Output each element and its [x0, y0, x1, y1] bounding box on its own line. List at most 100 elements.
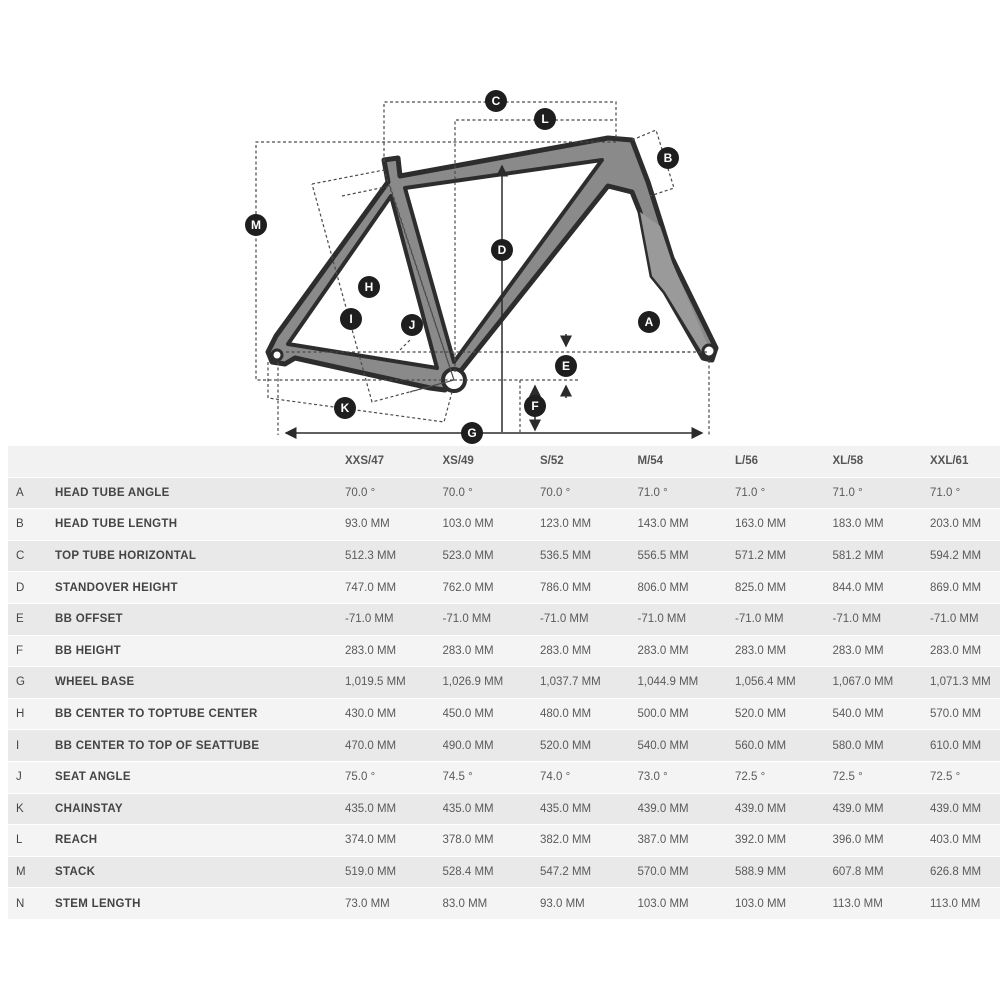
row-measurement-name: HEAD TUBE LENGTH — [55, 508, 345, 541]
row-letter: C — [8, 540, 55, 573]
row-value: 610.0 MM — [930, 729, 1000, 762]
row-value: 806.0 MM — [637, 571, 735, 604]
row-value: 540.0 MM — [637, 729, 735, 762]
row-value: 869.0 MM — [930, 571, 1000, 604]
row-letter: D — [8, 571, 55, 604]
row-value: 70.0 ° — [540, 477, 638, 510]
row-value: 626.8 MM — [930, 856, 1000, 889]
marker-label: F — [531, 399, 538, 413]
marker-d: D — [491, 239, 513, 261]
row-value: 1,026.9 MM — [442, 666, 540, 699]
row-measurement-name: STEM LENGTH — [55, 887, 345, 920]
row-value: 382.0 MM — [540, 824, 638, 857]
marker-label: L — [541, 112, 548, 126]
row-value: 844.0 MM — [832, 571, 930, 604]
size-header-xl-58: XL/58 — [832, 446, 930, 478]
frame-drawing: C L B M D H I J — [245, 90, 719, 444]
marker-label: M — [251, 218, 261, 232]
row-value: 113.0 MM — [832, 887, 930, 920]
marker-m: M — [245, 214, 267, 236]
row-value: 71.0 ° — [735, 477, 833, 510]
row-value: 500.0 MM — [637, 698, 735, 731]
row-value: 83.0 MM — [442, 887, 540, 920]
row-measurement-name: BB HEIGHT — [55, 635, 345, 668]
row-letter: L — [8, 824, 55, 857]
row-value: 103.0 MM — [442, 508, 540, 541]
row-value: 392.0 MM — [735, 824, 833, 857]
marker-label: K — [341, 401, 350, 415]
row-value: 536.5 MM — [540, 540, 638, 573]
row-value: 183.0 MM — [832, 508, 930, 541]
row-value: 283.0 MM — [735, 635, 833, 668]
size-header-s-52: S/52 — [540, 446, 638, 478]
row-value: 570.0 MM — [930, 698, 1000, 731]
row-value: 73.0 MM — [345, 887, 443, 920]
frame-geometry-diagram: C L B M D H I J — [0, 0, 1000, 445]
header-letter-cell — [8, 446, 55, 478]
marker-label: A — [645, 315, 654, 329]
row-value: 528.4 MM — [442, 856, 540, 889]
row-value: 560.0 MM — [735, 729, 833, 762]
row-letter: J — [8, 761, 55, 794]
row-value: -71.0 MM — [735, 603, 833, 636]
marker-l: L — [534, 108, 556, 130]
row-value: 571.2 MM — [735, 540, 833, 573]
row-value: 1,071.3 MM — [930, 666, 1000, 699]
row-value: 556.5 MM — [637, 540, 735, 573]
row-value: 825.0 MM — [735, 571, 833, 604]
row-letter: H — [8, 698, 55, 731]
row-value: 378.0 MM — [442, 824, 540, 857]
row-value: 143.0 MM — [637, 508, 735, 541]
row-letter: N — [8, 887, 55, 920]
row-value: 203.0 MM — [930, 508, 1000, 541]
fork — [640, 212, 708, 354]
rear-dropout — [270, 348, 284, 362]
row-value: 1,037.7 MM — [540, 666, 638, 699]
marker-label: D — [498, 243, 507, 257]
row-value: 762.0 MM — [442, 571, 540, 604]
row-value: 396.0 MM — [832, 824, 930, 857]
row-value: 450.0 MM — [442, 698, 540, 731]
row-value: 93.0 MM — [540, 887, 638, 920]
row-measurement-name: STANDOVER HEIGHT — [55, 571, 345, 604]
row-value: 283.0 MM — [930, 635, 1000, 668]
marker-g: G — [461, 422, 483, 444]
row-value: 470.0 MM — [345, 729, 443, 762]
row-value: 435.0 MM — [540, 793, 638, 826]
marker-c: C — [485, 90, 507, 112]
row-letter: K — [8, 793, 55, 826]
row-letter: G — [8, 666, 55, 699]
row-value: 439.0 MM — [735, 793, 833, 826]
bike-frame — [265, 135, 719, 393]
row-letter: I — [8, 729, 55, 762]
size-header-xxs-47: XXS/47 — [345, 446, 443, 478]
row-value: 374.0 MM — [345, 824, 443, 857]
row-value: 580.0 MM — [832, 729, 930, 762]
row-value: 747.0 MM — [345, 571, 443, 604]
marker-label: B — [664, 151, 673, 165]
row-value: 74.5 ° — [442, 761, 540, 794]
row-value: 435.0 MM — [442, 793, 540, 826]
row-value: 71.0 ° — [832, 477, 930, 510]
size-header-l-56: L/56 — [735, 446, 833, 478]
marker-k: K — [334, 397, 356, 419]
row-value: 1,067.0 MM — [832, 666, 930, 699]
size-header-m-54: M/54 — [637, 446, 735, 478]
row-measurement-name: STACK — [55, 856, 345, 889]
row-measurement-name: BB OFFSET — [55, 603, 345, 636]
marker-a: A — [638, 311, 660, 333]
row-value: 490.0 MM — [442, 729, 540, 762]
row-value: 283.0 MM — [832, 635, 930, 668]
row-letter: E — [8, 603, 55, 636]
row-value: 607.8 MM — [832, 856, 930, 889]
